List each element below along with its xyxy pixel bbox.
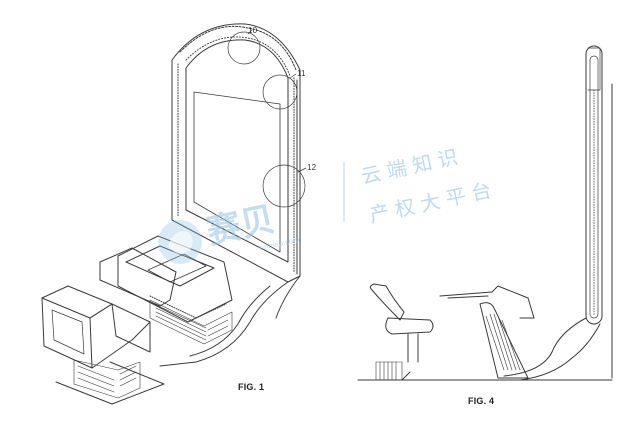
detail-circle-10 bbox=[227, 31, 261, 65]
cabinet-top bbox=[117, 235, 233, 323]
console-lip bbox=[447, 295, 489, 299]
chair-foot bbox=[375, 371, 411, 381]
fig4-caption: FIG. 4 bbox=[468, 396, 495, 406]
console-hatch bbox=[485, 313, 521, 371]
watermark-logo-icon bbox=[158, 220, 202, 264]
seat-side bbox=[111, 303, 151, 353]
leader-12 bbox=[297, 167, 307, 173]
stand-back bbox=[275, 275, 301, 319]
stand-curve-side bbox=[503, 317, 587, 377]
display-frame-outer bbox=[171, 23, 301, 283]
detail-circle-11 bbox=[262, 74, 298, 110]
console-front bbox=[479, 302, 529, 379]
display-side bbox=[585, 45, 603, 325]
detail-circle-12 bbox=[262, 164, 306, 208]
chair-back bbox=[369, 283, 405, 321]
seat-base bbox=[73, 359, 141, 399]
fig1-drawing bbox=[41, 23, 307, 405]
seat-back-front bbox=[41, 297, 93, 369]
display-frame-inner bbox=[185, 39, 289, 263]
leader-10 bbox=[247, 29, 253, 35]
stand-curve bbox=[159, 281, 289, 367]
fig4-drawing bbox=[357, 45, 613, 381]
stand-curve-side2 bbox=[519, 323, 601, 381]
watermark-divider bbox=[343, 162, 345, 222]
chair-base-hatch bbox=[375, 361, 403, 381]
chair-post bbox=[407, 333, 419, 363]
console-top bbox=[439, 285, 535, 319]
button-deck bbox=[147, 253, 207, 283]
display-top-cap bbox=[587, 47, 601, 91]
display-screen bbox=[193, 91, 281, 253]
fig1-caption: FIG. 1 bbox=[238, 382, 265, 392]
seat-cushion bbox=[89, 303, 151, 369]
cabinet-lower bbox=[99, 247, 177, 307]
ref-numeral-11: 11 bbox=[297, 69, 306, 78]
chair-seat bbox=[385, 317, 434, 335]
topper-arch-inner bbox=[185, 36, 291, 77]
speaker-grill bbox=[149, 299, 233, 345]
ref-numeral-12: 12 bbox=[307, 163, 317, 172]
topper-arch bbox=[179, 25, 297, 71]
ref-numeral-10: 10 bbox=[248, 26, 258, 35]
seat-panel bbox=[51, 309, 85, 355]
stand-curve-inner bbox=[189, 285, 271, 357]
floor-plate bbox=[55, 361, 165, 405]
leader-11 bbox=[289, 73, 297, 79]
display-side-inner bbox=[589, 55, 599, 319]
